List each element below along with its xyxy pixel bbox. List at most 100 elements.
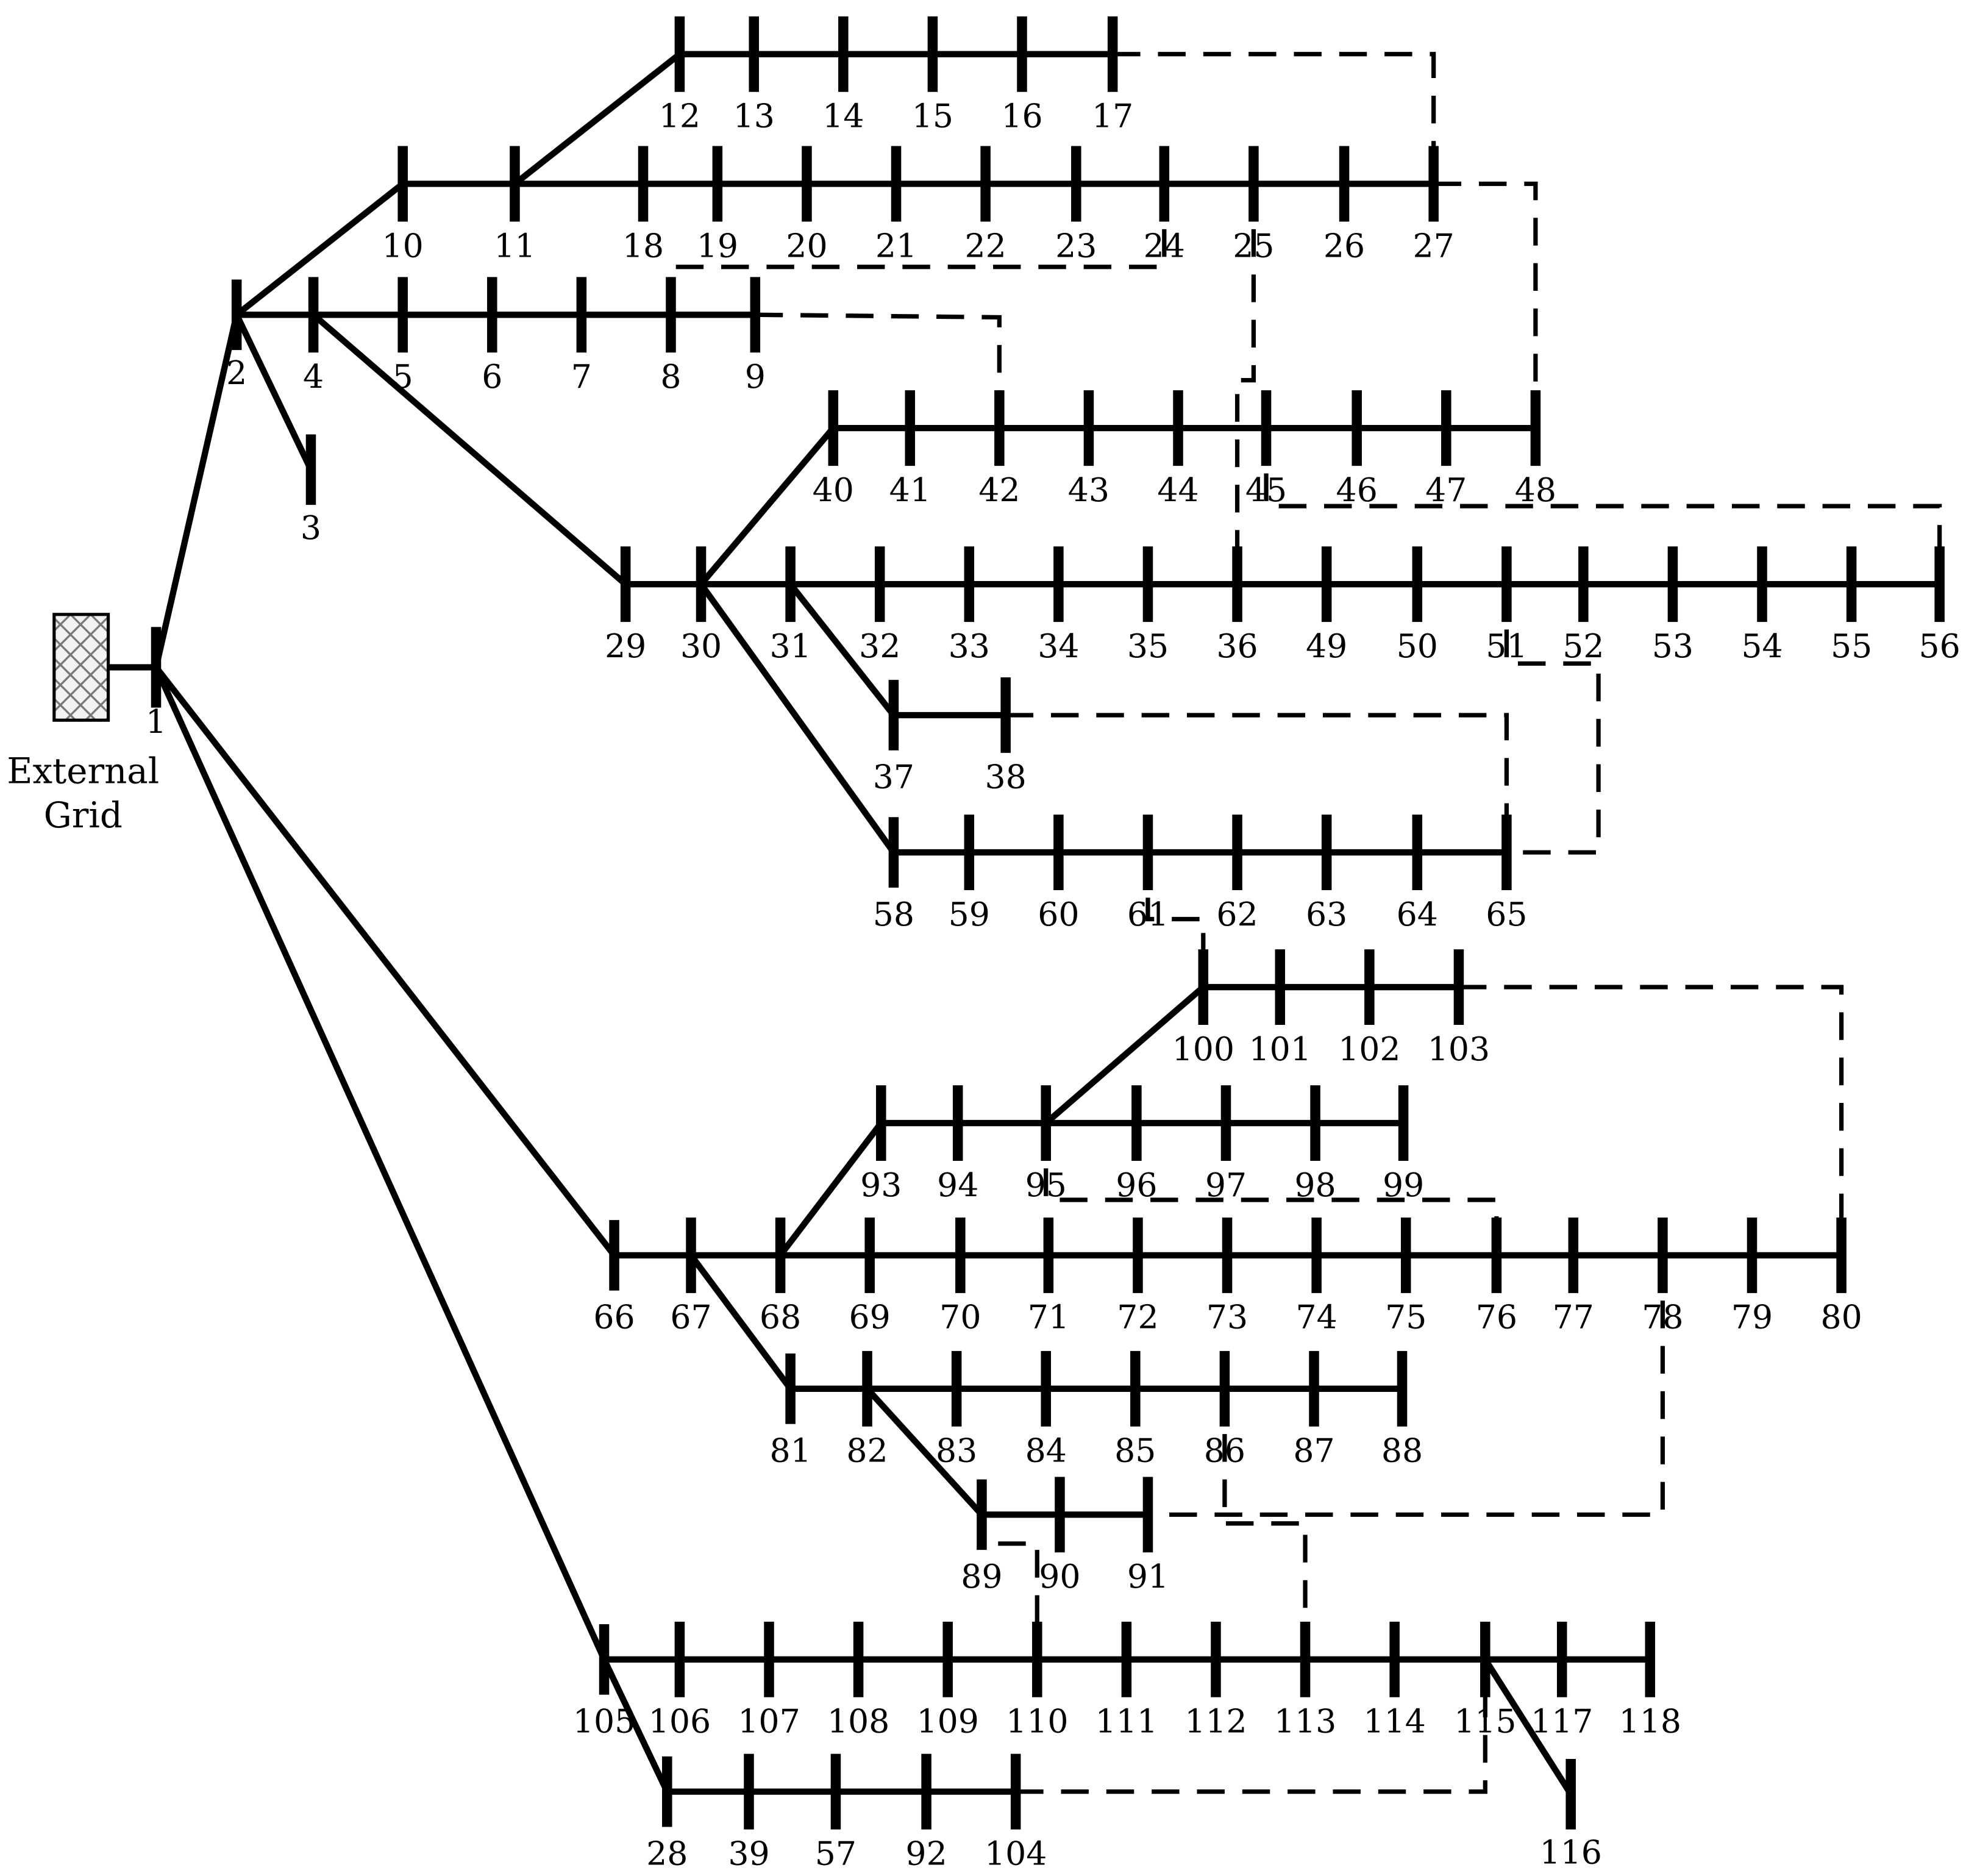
line-4-29 — [311, 312, 628, 587]
bus-46-label: 46 — [1336, 471, 1378, 509]
bus-33-label: 33 — [949, 627, 990, 665]
bus-94-label: 94 — [937, 1166, 978, 1204]
bus-43-label: 43 — [1068, 471, 1109, 509]
bus-49-label: 49 — [1306, 627, 1347, 665]
tie-line-78-91 — [1147, 1255, 1665, 1517]
line-95-100 — [1044, 985, 1206, 1125]
bus-82-label: 82 — [846, 1432, 888, 1470]
bus-layer — [151, 16, 1945, 1830]
bus-81-label: 81 — [769, 1432, 811, 1470]
bus-6-label: 6 — [482, 357, 502, 396]
bus-66-label: 66 — [593, 1298, 635, 1336]
bus-91-label: 91 — [1127, 1557, 1169, 1596]
bus-36-label: 36 — [1216, 627, 1258, 665]
bus-109-label: 109 — [916, 1702, 978, 1741]
bus-27-label: 27 — [1413, 226, 1455, 265]
bus-67-label: 67 — [670, 1298, 711, 1336]
bus-105-label: 105 — [573, 1702, 635, 1741]
bus-50-label: 50 — [1397, 627, 1438, 665]
bus-10-label: 10 — [382, 226, 424, 265]
bus-61-label: 61 — [1127, 895, 1169, 933]
bus-111-label: 111 — [1095, 1702, 1158, 1741]
line-82-89 — [864, 1386, 985, 1517]
bus-79-label: 79 — [1731, 1298, 1773, 1336]
tie-line-95-76 — [1044, 1123, 1499, 1255]
bus-63-label: 63 — [1306, 895, 1347, 933]
bus-95-label: 95 — [1025, 1166, 1067, 1204]
tie-line-27-48 — [1433, 181, 1538, 429]
bus-92-label: 92 — [905, 1834, 947, 1872]
bus-9-label: 9 — [745, 357, 766, 396]
bus-60-label: 60 — [1038, 895, 1079, 933]
bus-37-label: 37 — [873, 758, 914, 796]
bus-17-label: 17 — [1092, 97, 1133, 135]
bus-55-label: 55 — [1831, 627, 1872, 665]
bus-41-label: 41 — [889, 471, 931, 509]
bus-30-label: 30 — [680, 627, 722, 665]
bus-21-label: 21 — [875, 226, 917, 265]
bus-101-label: 101 — [1249, 1030, 1311, 1068]
line-2-3 — [233, 313, 314, 471]
line-30-58 — [698, 582, 897, 855]
tie-line-51-65 — [1504, 584, 1601, 855]
bus-18-label: 18 — [622, 226, 664, 265]
bus-97-label: 97 — [1205, 1166, 1247, 1204]
bus-59-label: 59 — [949, 895, 990, 933]
line-1-2 — [152, 314, 240, 668]
bus-20-label: 20 — [786, 226, 827, 265]
bus-90-label: 90 — [1039, 1557, 1080, 1596]
bus-106-label: 106 — [649, 1702, 711, 1741]
bus-70-label: 70 — [939, 1298, 981, 1336]
bus-75-label: 75 — [1385, 1298, 1426, 1336]
bus-56-label: 56 — [1918, 627, 1960, 665]
external-grid-label-line1: External — [7, 750, 159, 791]
bus-47-label: 47 — [1425, 471, 1467, 509]
line-67-81 — [688, 1253, 793, 1391]
bus-35-label: 35 — [1127, 627, 1169, 665]
bus-93-label: 93 — [860, 1166, 902, 1204]
bus-38-label: 38 — [985, 758, 1027, 796]
bus-29-label: 29 — [605, 627, 646, 665]
bus-45-label: 45 — [1245, 471, 1287, 509]
bus-115-label: 115 — [1454, 1702, 1516, 1741]
bus-102-label: 102 — [1338, 1030, 1400, 1068]
bus-28-label: 28 — [646, 1834, 688, 1872]
line-68-93 — [777, 1121, 884, 1258]
bus-113-label: 113 — [1274, 1702, 1336, 1741]
bus-7-label: 7 — [571, 357, 592, 396]
bus-88-label: 88 — [1381, 1432, 1423, 1470]
line-105-28 — [601, 1658, 670, 1793]
bus-22-label: 22 — [964, 226, 1006, 265]
tie-line-9-42 — [755, 312, 1002, 429]
bus-114-label: 114 — [1363, 1702, 1425, 1741]
bus-16-label: 16 — [1001, 97, 1042, 135]
bus-108-label: 108 — [827, 1702, 889, 1741]
line-layer — [152, 51, 1940, 1796]
bus-89-label: 89 — [961, 1557, 1002, 1596]
bus-65-label: 65 — [1486, 895, 1527, 933]
tie-line-25-36 — [1234, 184, 1256, 585]
bus-80-label: 80 — [1820, 1298, 1862, 1336]
line-11-12 — [513, 51, 682, 187]
bus-24-label: 24 — [1144, 226, 1185, 265]
bus-86-label: 86 — [1204, 1432, 1245, 1470]
tie-line-38-65 — [1005, 713, 1509, 853]
bus-107-label: 107 — [738, 1702, 800, 1741]
bus-76-label: 76 — [1476, 1298, 1517, 1336]
bus-31-label: 31 — [769, 627, 811, 665]
line-30-40 — [699, 426, 836, 587]
bus-71-label: 71 — [1028, 1298, 1069, 1336]
bus-14-label: 14 — [822, 97, 864, 135]
bus-77-label: 77 — [1553, 1298, 1594, 1336]
bus-34-label: 34 — [1038, 627, 1079, 665]
line-1-66 — [153, 665, 617, 1258]
bus-83-label: 83 — [936, 1432, 977, 1470]
bus-74-label: 74 — [1295, 1298, 1337, 1336]
tie-line-17-27 — [1113, 52, 1436, 184]
bus-25-label: 25 — [1233, 226, 1274, 265]
bus-48-label: 48 — [1515, 471, 1556, 509]
bus-44-label: 44 — [1157, 471, 1198, 509]
bus-84-label: 84 — [1025, 1432, 1067, 1470]
